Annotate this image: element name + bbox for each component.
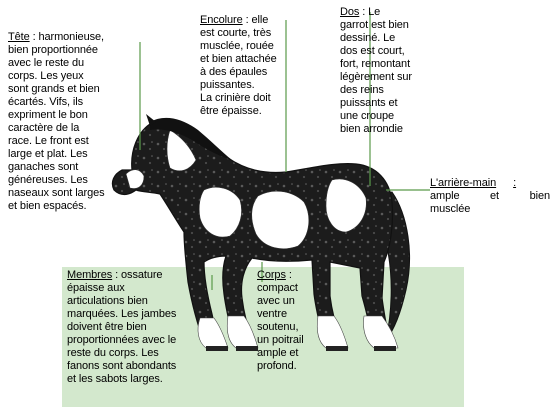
hoof-4 [374, 346, 396, 351]
label-dos-title: Dos [340, 6, 359, 18]
label-membres: Membres : ossature épaisse aux articulat… [67, 269, 207, 386]
feather-front-right [227, 316, 258, 348]
label-encolure-title: Encolure [200, 14, 243, 26]
white-patch-belly [252, 191, 309, 249]
hoof-3 [326, 346, 348, 351]
hoof-1 [206, 346, 228, 351]
label-arriere-main-title: L'arrière-main [430, 177, 496, 189]
label-corps: Corps : compact avec un ventre soutenu, … [257, 269, 321, 373]
label-tete-title: Tête [8, 31, 30, 43]
label-arriere-main-body: ample et bien musclée [430, 190, 550, 216]
label-tete: Tête : harmonieuse, bien proportionnée a… [8, 31, 140, 213]
label-dos: Dos : Le garrot est bien dessiné. Le dos… [340, 6, 432, 136]
label-tete-body: : harmonieuse, bien proportionnée avec l… [8, 31, 105, 212]
label-membres-body: : ossature épaisse aux articulations bie… [67, 269, 176, 385]
label-membres-title: Membres [67, 269, 112, 281]
feather-hind-left [317, 316, 348, 348]
label-arriere-main: L'arrière-main : ample et bien musclée [430, 177, 550, 216]
label-encolure: Encolure : elle est courte, très musclée… [200, 14, 296, 118]
label-corps-title: Corps [257, 269, 286, 281]
label-encolure-body: : elle est courte, très musclée, rouée e… [200, 14, 277, 117]
label-arriere-main-suffix: : [513, 177, 516, 189]
label-corps-body: : compact avec un ventre soutenu, un poi… [257, 269, 304, 372]
label-dos-body: : Le garrot est bien dessiné. Le dos est… [340, 6, 412, 135]
hoof-2 [236, 346, 258, 351]
